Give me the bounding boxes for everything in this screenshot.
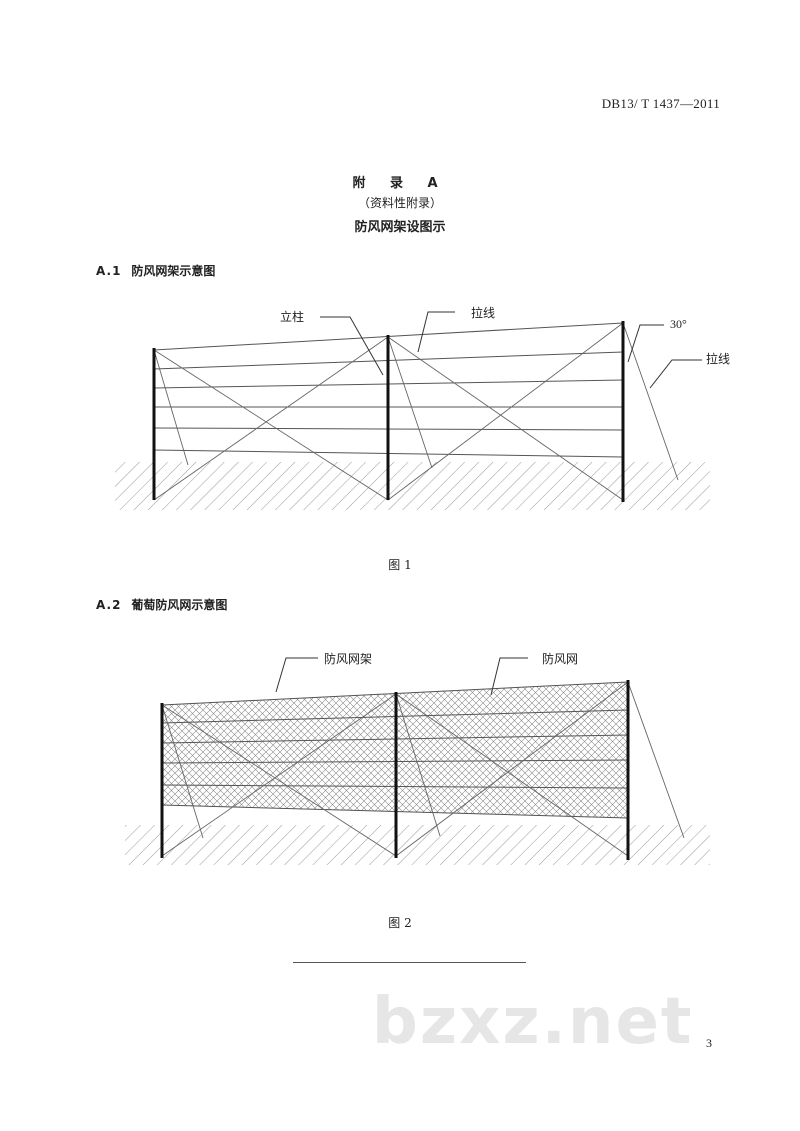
label-post: 立柱 bbox=[280, 309, 304, 324]
figure-2-grape-windbreak-net: 防风网架 防风网 bbox=[125, 651, 710, 865]
figure-1-windbreak-frame: 立柱 拉线 30° 拉线 bbox=[115, 305, 730, 510]
label-guy-wire-side: 拉线 bbox=[706, 351, 730, 366]
ground-hatch bbox=[125, 825, 710, 865]
section-a2-title: A.2 葡萄防风网示意图 bbox=[96, 596, 227, 613]
label-frame: 防风网架 bbox=[324, 651, 372, 666]
footer-divider bbox=[293, 962, 526, 963]
section-a2-text: 葡萄防风网示意图 bbox=[131, 598, 228, 612]
appendix-title: 附 录 A bbox=[352, 176, 448, 191]
standard-code: DB13/ T 1437—2011 bbox=[601, 96, 720, 111]
ground-hatch bbox=[115, 462, 710, 510]
section-a1-number: A.1 bbox=[96, 264, 122, 278]
leader-lines bbox=[275, 657, 528, 696]
section-a2-number: A.2 bbox=[96, 598, 122, 612]
label-angle: 30° bbox=[670, 317, 687, 331]
figure-1-caption: 图 1 bbox=[388, 558, 412, 572]
figure-2-caption: 图 2 bbox=[388, 916, 412, 930]
section-a1-title: A.1 防风网架示意图 bbox=[96, 262, 215, 279]
posts bbox=[160, 680, 630, 860]
watermark: bzxz.net bbox=[372, 985, 694, 1059]
posts bbox=[152, 321, 625, 502]
diagonal-braces bbox=[161, 681, 685, 857]
page-number: 3 bbox=[706, 1036, 712, 1050]
label-net: 防风网 bbox=[542, 651, 578, 666]
label-guy-wire-top: 拉线 bbox=[471, 305, 495, 320]
appendix-subtitle: （资料性附录） bbox=[357, 196, 442, 210]
section-a1-text: 防风网架示意图 bbox=[131, 264, 216, 278]
diagonal-braces bbox=[153, 322, 679, 501]
appendix-heading: 防风网架设图示 bbox=[354, 220, 446, 235]
leader-lines bbox=[320, 311, 702, 389]
